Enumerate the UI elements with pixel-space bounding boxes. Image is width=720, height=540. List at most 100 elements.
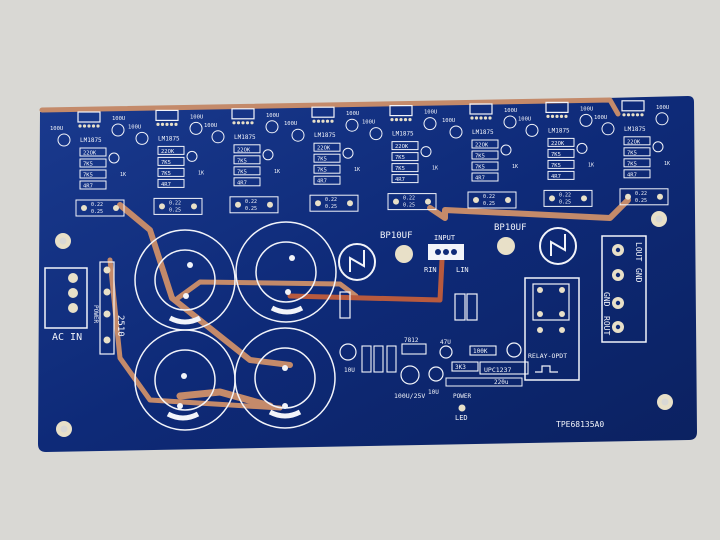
amp-channel-7-chip-pin [546, 114, 550, 118]
bridge-label: 2510 [115, 315, 125, 337]
amp-channel-8-resistor-label: 4R7 [627, 172, 637, 178]
amp-channel-5-resistor-label: 4R7 [395, 177, 405, 183]
amp-channel-8-chip-pin [640, 113, 644, 117]
mounting-holes [55, 211, 673, 437]
amp-channel-4-resistor [313, 142, 341, 152]
amp-channel-6-resistor [471, 150, 499, 160]
amp-channel-3-resistor [233, 144, 261, 154]
amp-channel-4-out-res-pad [347, 200, 353, 207]
amp-channel-7-chip-pin [559, 114, 564, 118]
amp-channel-8-chip-pin [631, 113, 635, 117]
amp-channel-7-res-1k-label: 1K [588, 162, 594, 168]
amp-channel-4-resistor-label: 4R7 [317, 179, 327, 185]
cap-220u-label: 220u [494, 379, 509, 386]
amp-channel-1-resistor [79, 158, 107, 168]
amp-channel-2-resistor-label: 22OK [161, 149, 175, 155]
amp-channel-2-out-res-a: 0.22 [169, 200, 181, 206]
amp-channel-6-chip-pin [479, 116, 483, 120]
amp-channel-5-resistor-label: 7K5 [395, 155, 405, 161]
amp-channel-4-out-res-b: 0.25 [325, 204, 337, 210]
amp-channel-2-chip-label: LM1875 [158, 135, 180, 142]
amp-channel-1-chip-pin [96, 124, 100, 128]
amp-channel-1-chip-pin [91, 124, 96, 128]
power-connector-label: POWER [92, 305, 99, 323]
amp-channel-4-chip-outline [311, 106, 335, 118]
amp-channel-7-resistor-label: 7K5 [551, 152, 561, 158]
amp-channel-3-resistor-label: 7K5 [237, 158, 247, 164]
amp-channel-5-chip-label: LM1875 [392, 131, 414, 138]
amp-channel-4-cap-right [345, 118, 359, 132]
amp-channel-6-chip-pin [483, 116, 488, 120]
amp-channel-8-out-res-b: 0.25 [635, 198, 647, 204]
amp-channel-4-out-res-box [309, 194, 359, 212]
amp-channel-3-cap-right [265, 120, 279, 134]
amp-channel-7-resistor [547, 170, 575, 180]
amp-channel-2-cap-right-label: 100U [190, 114, 203, 120]
protection-circuit: 10U 7812 100U/25V 10U 47U 100K 3K3 UPC12… [339, 337, 529, 422]
filter-capacitors [134, 221, 337, 431]
amp-channel-2-resistor [157, 167, 185, 177]
amp-channel-2-cap-right [189, 121, 203, 135]
amp-channel-4-chip-pin [330, 119, 334, 123]
amp-channel-8-resistor [623, 158, 651, 168]
amp-channel-2-chip-pin [169, 122, 174, 126]
amp-channel-7-resistor-label: 4R7 [551, 174, 561, 180]
amp-channel-4-chip-pin [325, 119, 330, 123]
amp-channel-4-small-cap [342, 147, 354, 159]
amp-channel-1-out-res-pad [81, 205, 87, 211]
amp-channel-6-cap-right-label: 100U [504, 108, 517, 114]
amp-channel-3-resistor-label: 22OK [237, 147, 251, 153]
amp-channel-2-chip-outline [155, 109, 179, 122]
amp-channel-3-cap-right-label: 100U [266, 113, 279, 119]
relay-label: RELAY-OPDT [528, 352, 567, 360]
amp-channel-7-out-res-a: 0.22 [559, 192, 571, 198]
amp-channel-3-chip-pin [236, 121, 241, 125]
ic-label: UPC1237 [484, 366, 511, 374]
amp-channel-4-cap-left-label: 100U [284, 121, 297, 127]
amp-channel-5-chip-pin [408, 118, 412, 122]
amp-channel-6-chip-pin [470, 116, 474, 120]
amp-channel-7-chip-pin [564, 114, 568, 118]
amp-channel-4-chip-pin [312, 119, 316, 123]
cap-47u-label: 47U [440, 339, 451, 346]
amp-channel-1-resistor [79, 147, 107, 157]
amp-channel-7-out-res-pad [581, 195, 587, 202]
amp-channel-5-cap-right-label: 100U [424, 110, 437, 116]
amp-channel-6-resistor-label: 22OK [475, 143, 489, 149]
amp-channel-3-out-res-b: 0.25 [245, 206, 257, 212]
amp-channel-8-resistor-label: 22OK [627, 139, 641, 145]
regulator-label: 7812 [404, 337, 419, 344]
amp-channel-2-resistor-label: 7K5 [161, 160, 171, 166]
bp-right-label: BP10UF [494, 223, 527, 233]
amp-channel-5-resistor [391, 174, 419, 184]
amp-channel-6-chip-outline [469, 103, 493, 115]
amp-channel-6-chip-pin [474, 116, 479, 120]
amp-channel-7-cap-left [525, 123, 539, 137]
amp-channel-1-cap-right [111, 123, 125, 137]
amp-channel-5-chip-pin [403, 118, 408, 122]
amp-channel-2-resistor-label: 7K5 [161, 171, 171, 177]
bp-left-label: BP10UF [380, 231, 413, 241]
amp-channel-7-resistor-label: 22OK [551, 141, 565, 147]
amp-channel-6-cap-left [449, 125, 463, 139]
amp-channel-6-out-res-pad [473, 197, 479, 203]
amp-channel-5-resistor-label: 22OK [395, 144, 409, 150]
amp-channel-3-resistor-label: 7K5 [237, 169, 247, 175]
amp-channel-8-resistor-label: 7K5 [627, 150, 637, 156]
amp-channels: LM1875100U100U22OK7K57K54R71K0.220.25LM1… [50, 100, 670, 217]
amp-channel-3-chip-label: LM1875 [234, 134, 256, 141]
amp-channel-4-out-res-a: 0.22 [325, 197, 337, 203]
amp-channel-8-res-1k-label: 1K [664, 161, 670, 167]
input-label: INPUT [434, 234, 456, 242]
board-code: TPE68135A0 [556, 420, 604, 429]
amp-channel-4-res-1k-label: 1K [354, 167, 360, 173]
amp-channel-4-chip-pin [321, 119, 325, 123]
amp-channel-6-resistor-label: 7K5 [475, 154, 485, 160]
lout-label: LOUT [634, 242, 643, 261]
amp-channel-3-chip-pin [241, 121, 245, 125]
amp-channel-2-resistor-label: 4R7 [161, 182, 171, 188]
amp-channel-4-cap-right-label: 100U [346, 111, 359, 117]
amp-channel-4-chip-label: LM1875 [314, 132, 336, 139]
amp-channel-3-resistor [233, 155, 261, 165]
amp-channel-2-chip-pin [174, 122, 178, 126]
